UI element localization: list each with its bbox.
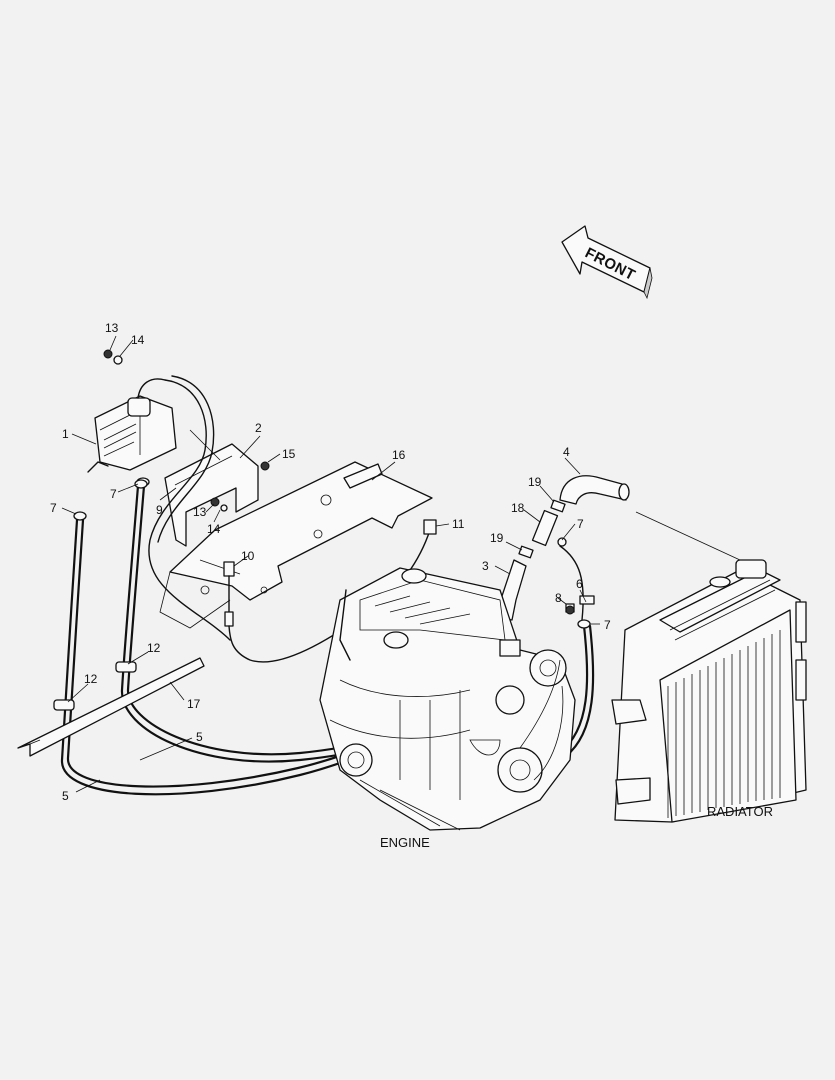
callout-numbers: 13 14 1 2 15 16 4 19 18 7 19 3 11 10 6 8…: [50, 321, 611, 803]
callout-13b: 13: [193, 505, 207, 519]
callout-13a: 13: [105, 321, 119, 335]
callout-19b: 19: [490, 531, 504, 545]
callout-7c: 7: [50, 501, 57, 515]
callout-5b: 5: [62, 789, 69, 803]
callout-19a: 19: [528, 475, 542, 489]
callout-16: 16: [392, 448, 406, 462]
reservoir-bracket: [164, 443, 259, 547]
callout-17: 17: [187, 697, 201, 711]
sensor-switch: [223, 561, 235, 627]
callout-6: 6: [576, 577, 583, 591]
callout-14b: 14: [207, 522, 221, 536]
callout-7b: 7: [604, 618, 611, 632]
callout-10: 10: [241, 549, 255, 563]
callout-9: 9: [156, 503, 163, 517]
callout-11: 11: [452, 517, 465, 531]
upper-hose-assembly: [499, 475, 630, 758]
callout-2: 2: [255, 421, 262, 435]
radiator-label: RADIATOR: [707, 804, 773, 819]
callout-12a: 12: [147, 641, 161, 655]
engine-label: ENGINE: [380, 835, 430, 850]
callout-12b: 12: [84, 672, 98, 686]
front-arrow: FRONT: [561, 225, 653, 300]
callout-4: 4: [563, 445, 570, 459]
hose-bracket: [17, 479, 205, 757]
callout-15: 15: [282, 447, 296, 461]
callout-7d: 7: [110, 487, 117, 501]
hardware: [103, 349, 575, 615]
callout-7a: 7: [577, 517, 584, 531]
callout-5a: 5: [196, 730, 203, 744]
mounting-plate: [159, 461, 433, 629]
callout-1: 1: [62, 427, 69, 441]
leader-lines: [61, 335, 741, 793]
callout-8: 8: [555, 591, 562, 605]
callout-14a: 14: [131, 333, 145, 347]
callout-3: 3: [482, 559, 489, 573]
coolant-reservoir: [87, 378, 177, 487]
callout-18: 18: [511, 501, 525, 515]
engine: [319, 567, 576, 831]
radiator: [611, 559, 807, 823]
